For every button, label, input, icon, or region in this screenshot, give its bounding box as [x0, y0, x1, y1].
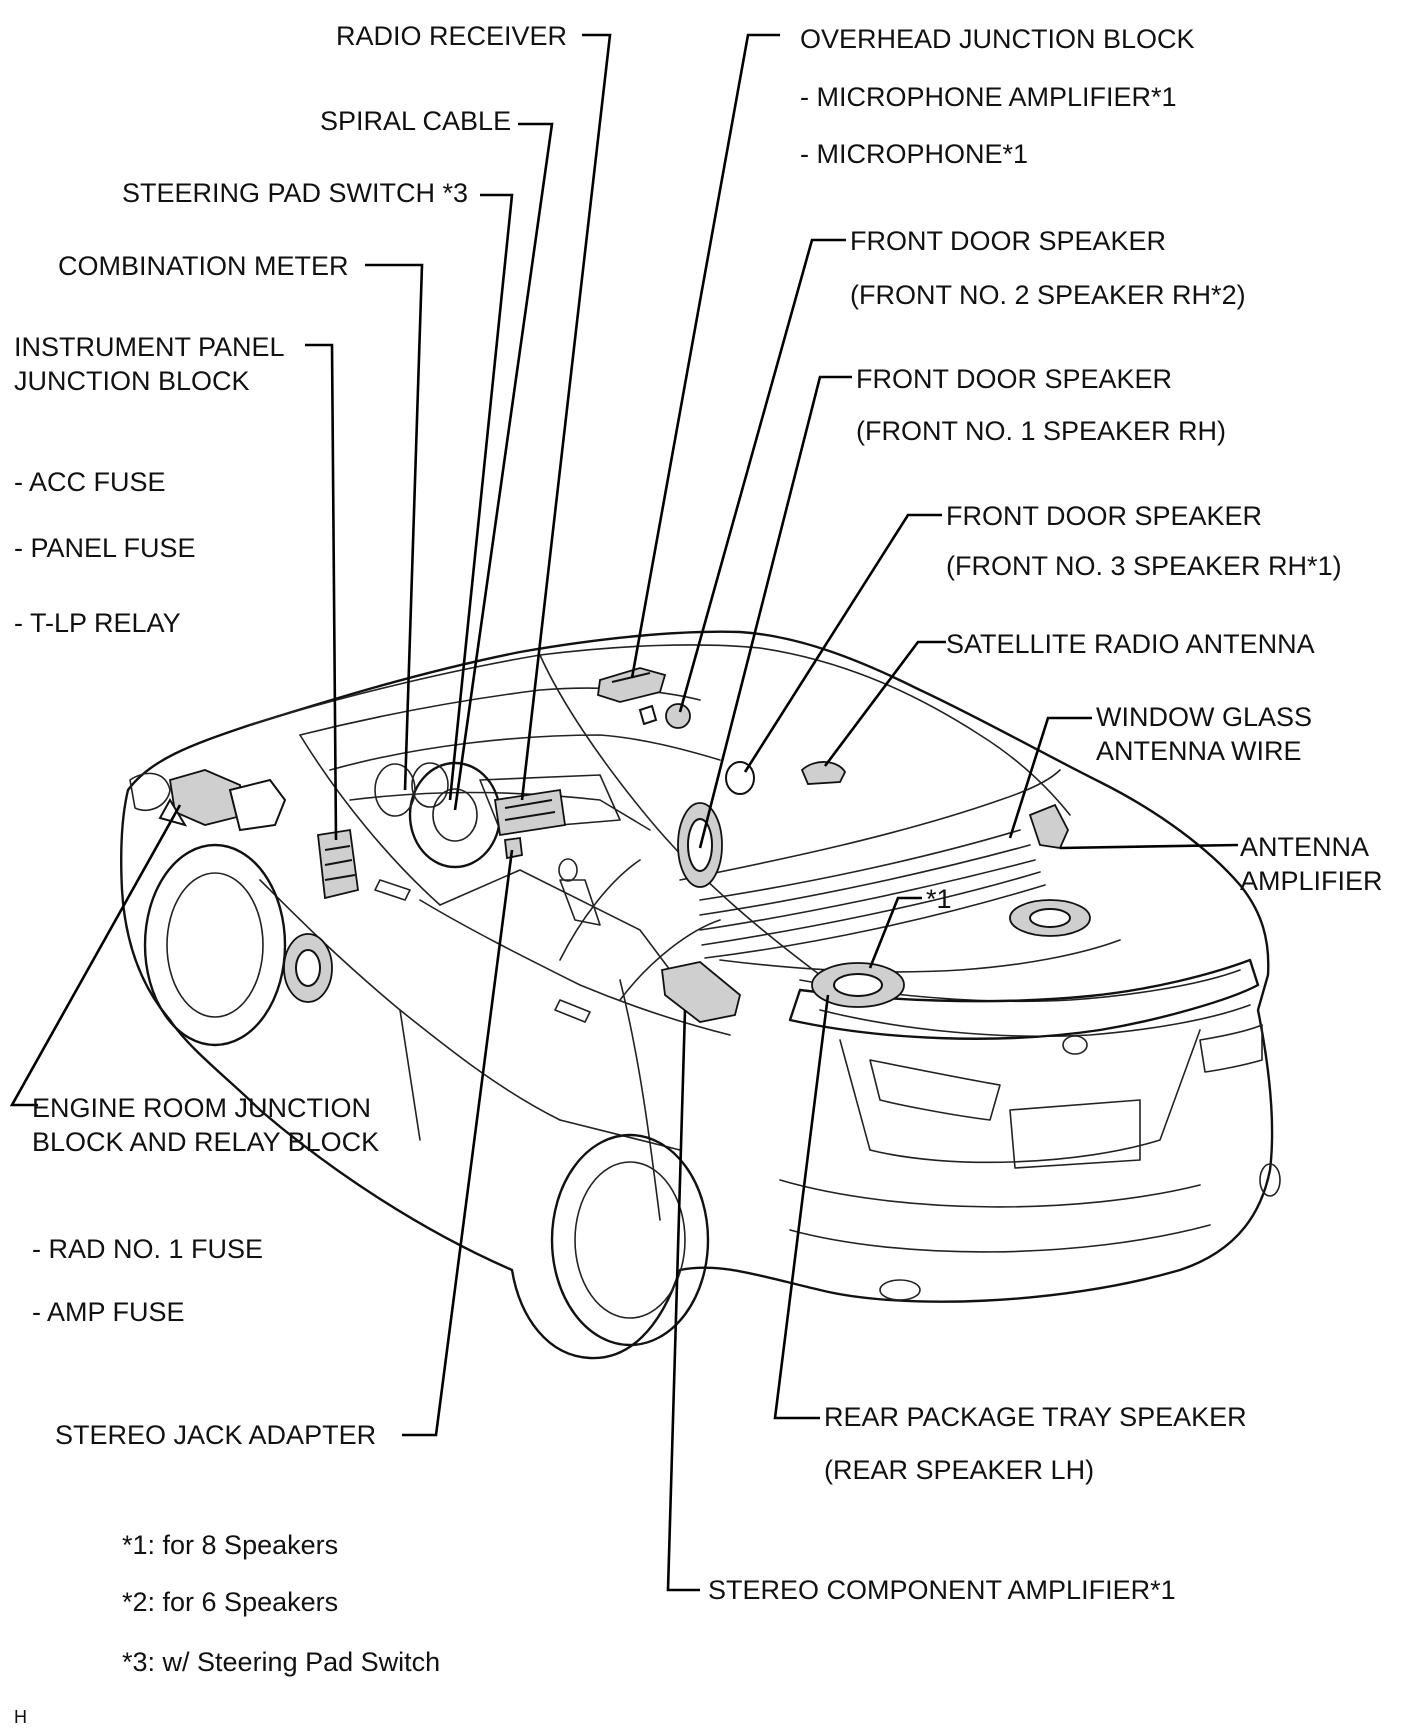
label-front-no1-rh: (FRONT NO. 1 SPEAKER RH) [856, 416, 1226, 446]
overhead-junction-block-part [597, 667, 667, 703]
front-door-speaker-no2-part [665, 703, 691, 729]
car-illustration [120, 630, 1281, 1360]
label-amp-fuse: - AMP FUSE [32, 1297, 185, 1327]
label-steering-pad-switch: STEERING PAD SWITCH *3 [122, 178, 468, 208]
front-door-speaker-lh-part [283, 933, 333, 1003]
stereo-jack-adapter-part [504, 836, 523, 860]
footnote-1: *1: for 8 Speakers [122, 1530, 338, 1560]
label-stereo-jack-adapter: STEREO JACK ADAPTER [55, 1420, 376, 1450]
label-asterisk-1: *1 [926, 884, 952, 914]
label-acc-fuse: - ACC FUSE [14, 467, 166, 497]
radio-receiver-part [493, 788, 567, 837]
label-front-door-speaker-a: FRONT DOOR SPEAKER [850, 226, 1166, 256]
label-front-door-speaker-b: FRONT DOOR SPEAKER [856, 364, 1172, 394]
label-rear-speaker-lh: (REAR SPEAKER LH) [824, 1455, 1094, 1485]
satellite-radio-antenna-part [800, 761, 847, 785]
label-window-glass-antenna-line1: WINDOW GLASS [1096, 702, 1312, 732]
label-microphone: - MICROPHONE*1 [800, 139, 1028, 169]
label-antenna-amp-line1: ANTENNA [1240, 832, 1369, 862]
stereo-component-amplifier-part [661, 961, 742, 1023]
label-engine-room-jb-line1: ENGINE ROOM JUNCTION [32, 1093, 371, 1123]
label-satellite-radio-antenna: SATELLITE RADIO ANTENNA [946, 629, 1315, 659]
label-microphone-amp: - MICROPHONE AMPLIFIER*1 [800, 82, 1177, 112]
label-rad-no1-fuse: - RAD NO. 1 FUSE [32, 1234, 263, 1264]
label-instrument-panel-jb-line1: INSTRUMENT PANEL [14, 332, 285, 362]
label-stereo-component-amp: STEREO COMPONENT AMPLIFIER*1 [708, 1575, 1176, 1605]
label-spiral-cable: SPIRAL CABLE [320, 106, 511, 136]
label-radio-receiver: RADIO RECEIVER [336, 21, 567, 51]
footnotes: *1: for 8 Speakers *2: for 6 Speakers *3… [122, 1530, 440, 1677]
rear-package-tray-speaker-rh-part [1009, 899, 1091, 937]
footnote-3: *3: w/ Steering Pad Switch [122, 1647, 440, 1677]
footnote-2: *2: for 6 Speakers [122, 1587, 338, 1617]
car-body-outline [120, 630, 1274, 1360]
label-instrument-panel-jb-line2: JUNCTION BLOCK [14, 366, 250, 396]
label-front-no3-rh: (FRONT NO. 3 SPEAKER RH*1) [946, 551, 1342, 581]
label-overhead-jb: OVERHEAD JUNCTION BLOCK [800, 24, 1195, 54]
label-window-glass-antenna-line2: ANTENNA WIRE [1096, 736, 1302, 766]
microphone-part [638, 704, 658, 726]
label-front-door-speaker-c: FRONT DOOR SPEAKER [946, 501, 1262, 531]
label-tlp-relay: - T-LP RELAY [14, 608, 181, 638]
components [158, 667, 1091, 1023]
rear-package-tray-speaker-lh-part [811, 962, 905, 1008]
label-engine-room-jb-line2: BLOCK AND RELAY BLOCK [32, 1127, 379, 1157]
labels: RADIO RECEIVER SPIRAL CABLE STEERING PAD… [14, 21, 1383, 1605]
label-front-no2-rh: (FRONT NO. 2 SPEAKER RH*2) [850, 280, 1246, 310]
engine-room-junction-block-part [158, 769, 287, 832]
label-antenna-amp-line2: AMPLIFIER [1240, 866, 1383, 896]
instrument-panel-junction-block-part [317, 828, 359, 900]
corner-mark: H [14, 1707, 27, 1727]
leader-lines [9, 33, 1239, 1592]
label-rear-package-tray-speaker: REAR PACKAGE TRAY SPEAKER [824, 1402, 1247, 1432]
antenna-amplifier-part [1028, 803, 1069, 849]
label-panel-fuse: - PANEL FUSE [14, 533, 196, 563]
label-combination-meter: COMBINATION METER [58, 251, 349, 281]
